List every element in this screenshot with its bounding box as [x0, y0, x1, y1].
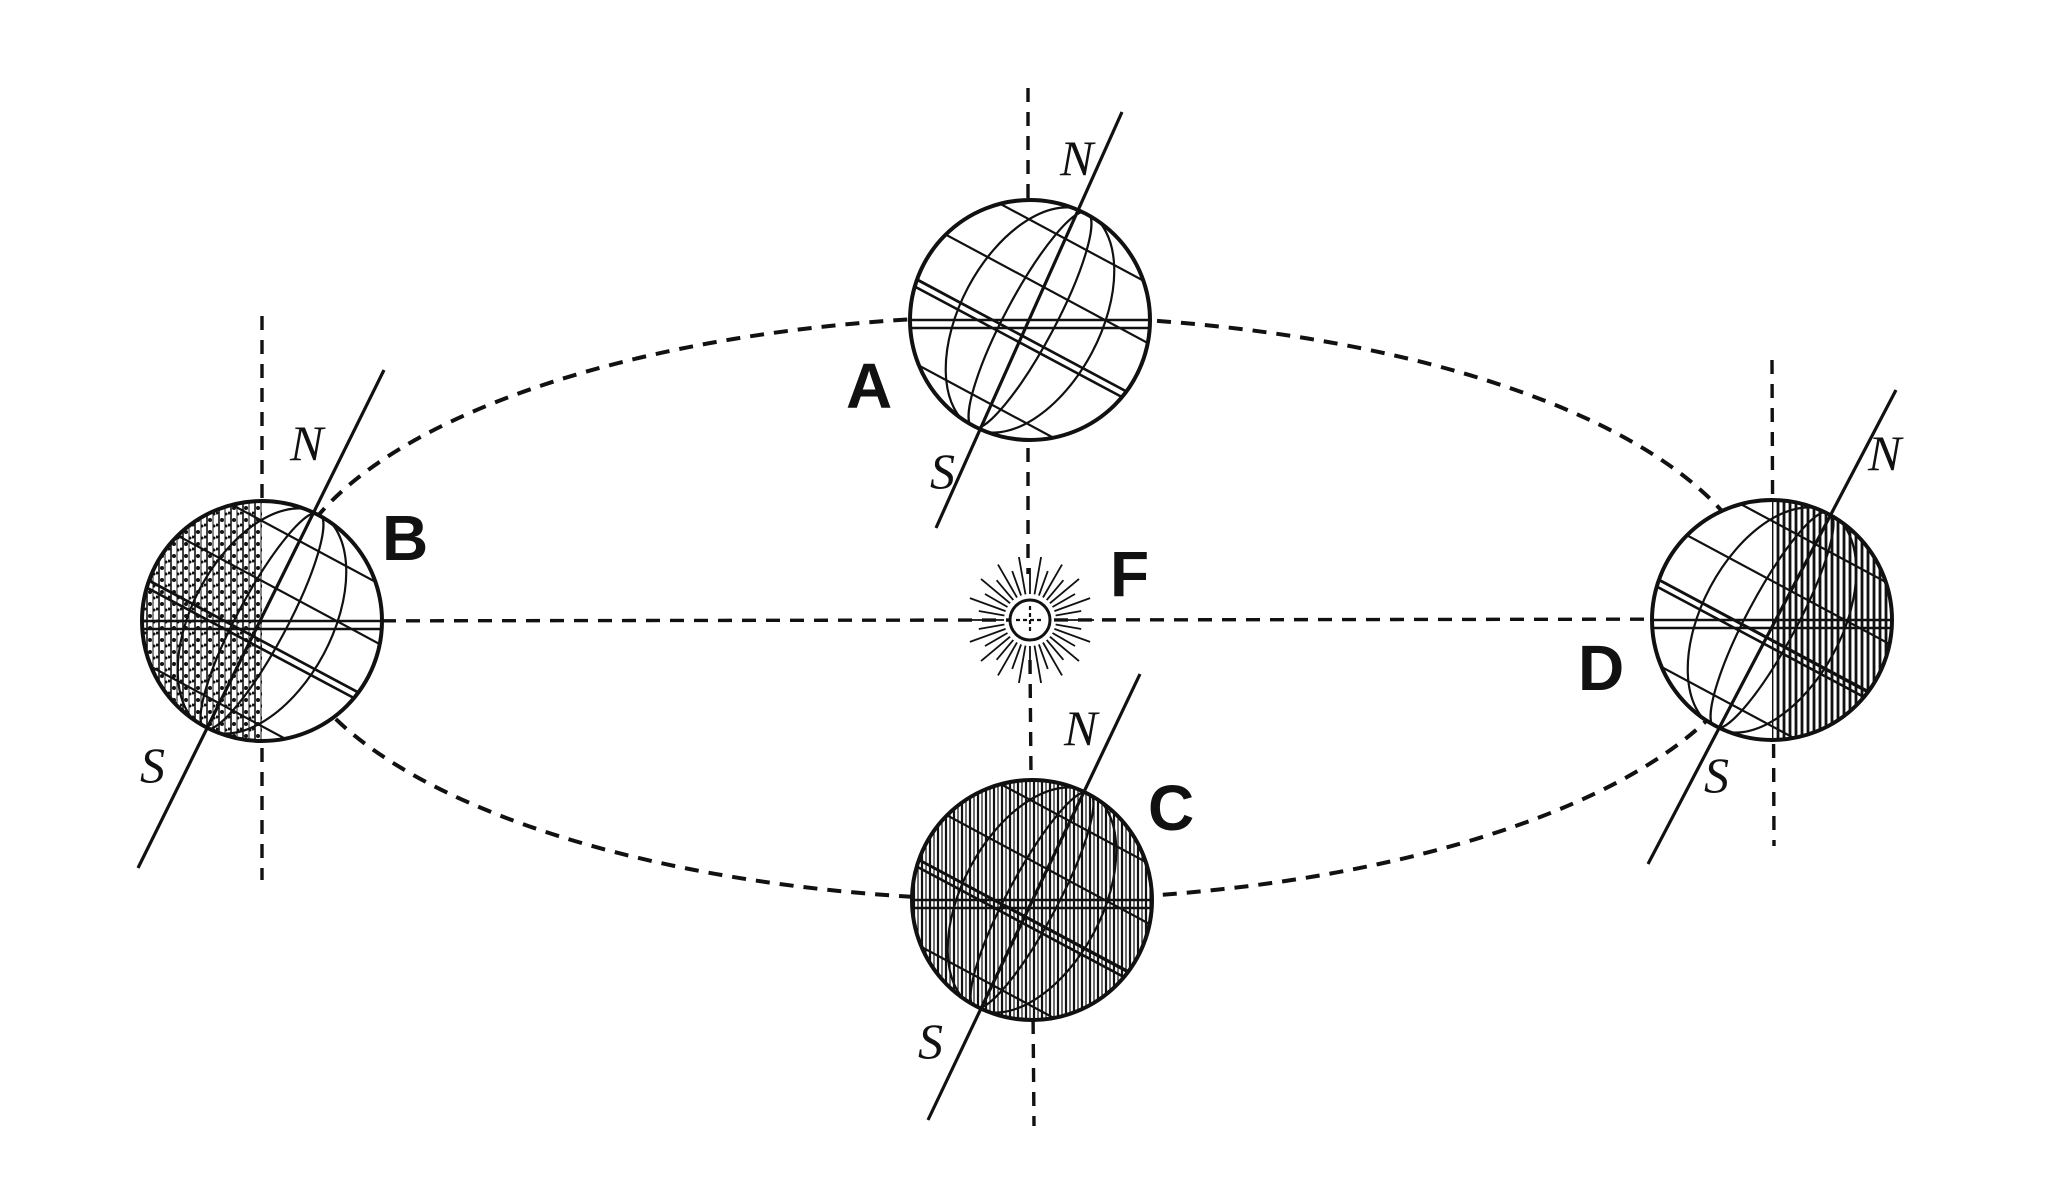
axis-b [136, 369, 386, 869]
globe-c [910, 673, 1154, 1121]
sun-ray [995, 579, 1014, 601]
sun-f [966, 556, 1094, 684]
axis-c [926, 673, 1142, 1121]
pole-label-d-south: S [1704, 747, 1729, 803]
sun-ray [1052, 593, 1076, 608]
label-c: C [1148, 772, 1194, 844]
pole-label-c-south: S [918, 1013, 943, 1069]
pole-label-b-south: S [140, 737, 165, 793]
sun-ray [984, 632, 1008, 647]
sun-ray [1049, 578, 1080, 604]
label-d: D [1578, 632, 1624, 704]
sun-ray [1018, 556, 1027, 595]
axis-a [934, 111, 1124, 529]
sun-ray [1054, 597, 1091, 612]
sun-ray [978, 610, 1005, 617]
sun-ray [997, 564, 1018, 598]
sun-ray [1046, 579, 1065, 601]
label-a: A [846, 350, 892, 422]
sun-ray [1052, 632, 1076, 647]
vertical-guide-bottom [1028, 659, 1036, 1127]
pole-label-c-north: N [1063, 700, 1100, 756]
pole-label-d-north: N [1867, 425, 1904, 481]
sun-ray [969, 628, 1006, 643]
axis-d [1646, 389, 1898, 865]
globe-a [908, 111, 1152, 529]
sun-ray [969, 597, 1006, 612]
sun-ray [1042, 642, 1063, 676]
sun-ray [1011, 570, 1022, 596]
sun-ray [1018, 645, 1027, 684]
sun-ray [995, 639, 1014, 661]
label-f: F [1110, 538, 1149, 610]
sun-ray [1038, 570, 1049, 596]
globe-d [1646, 389, 1898, 865]
sun-ray [1054, 628, 1091, 643]
sun-ray [1033, 645, 1042, 684]
sun-ray [1055, 623, 1082, 630]
globe-b [136, 369, 386, 869]
sun-ray [1049, 636, 1080, 662]
sun-ray [984, 593, 1008, 608]
sun-ray [1055, 610, 1082, 617]
sun-ray [980, 578, 1011, 604]
sun-ray [997, 642, 1018, 676]
sun-ray [1033, 556, 1042, 595]
pole-label-b-north: N [289, 415, 326, 471]
sun-ray [1046, 639, 1065, 661]
pole-label-a-south: S [930, 443, 955, 499]
label-b: B [382, 502, 428, 574]
pole-label-a-north: N [1059, 130, 1096, 186]
sun-ray [980, 636, 1011, 662]
sun-ray [1042, 564, 1063, 598]
sun-ray [1011, 644, 1022, 670]
sun-ray [1038, 644, 1049, 670]
sun-ray [978, 623, 1005, 630]
